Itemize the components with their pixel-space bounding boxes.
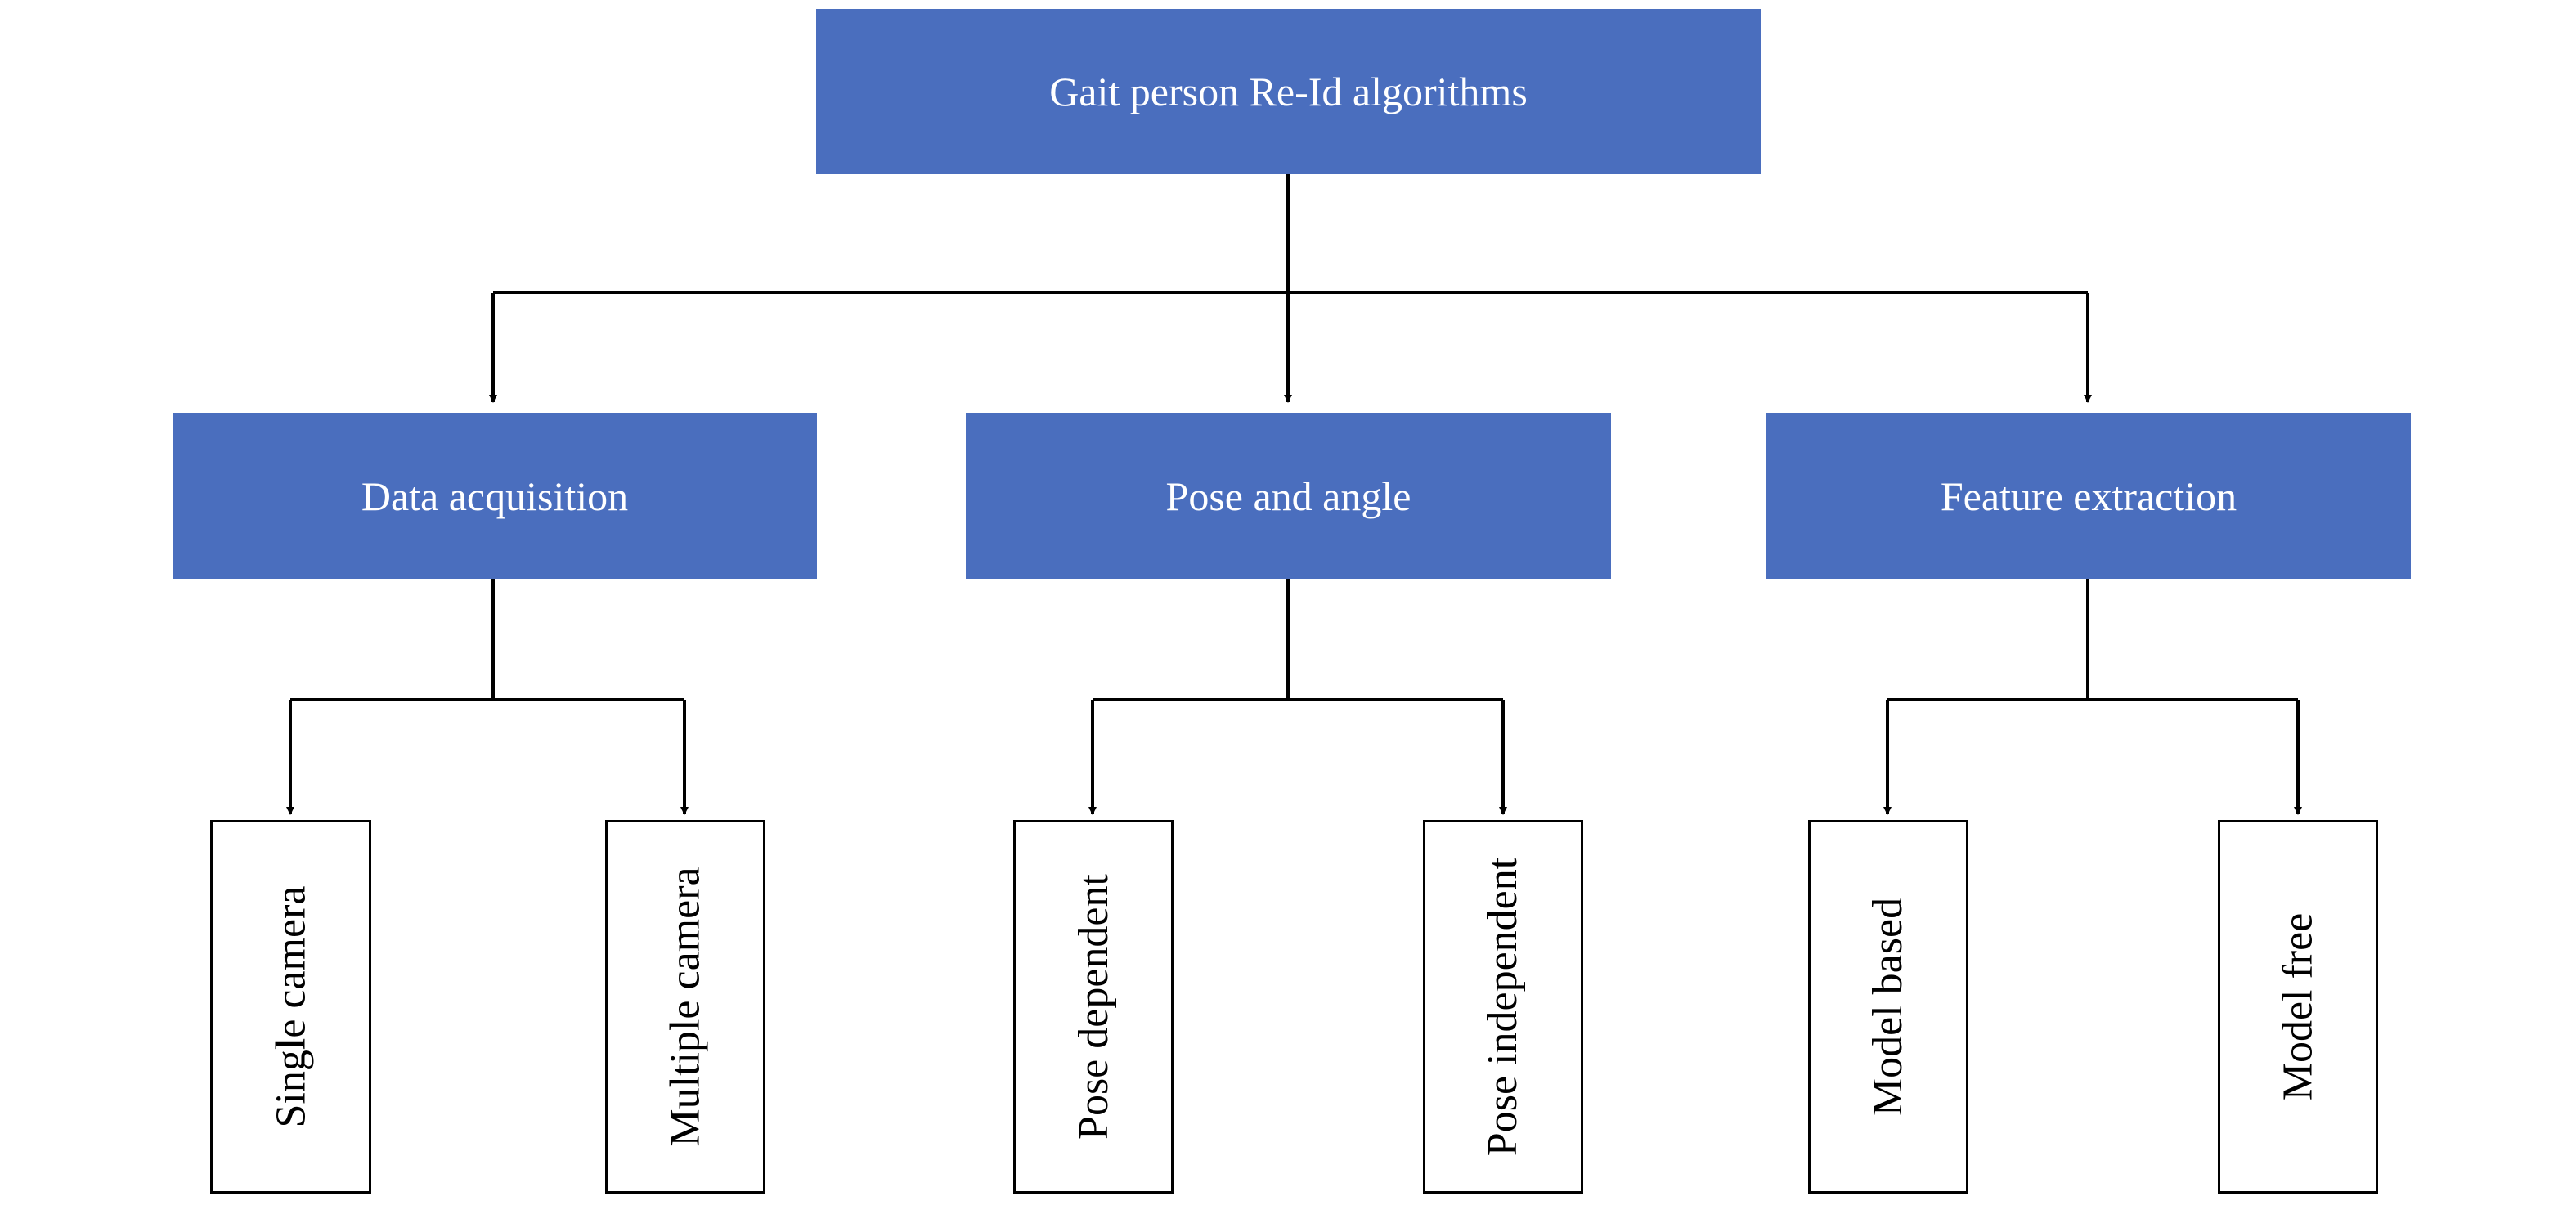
- leaf-label: Model free: [2274, 912, 2322, 1101]
- root-node-box: Gait person Re-Id algorithms: [816, 9, 1761, 174]
- root-node-label: Gait person Re-Id algorithms: [1049, 69, 1528, 114]
- leaf-label: Model based: [1865, 897, 1912, 1117]
- category-label: Feature extraction: [1940, 473, 2237, 519]
- leaf-label: Single camera: [267, 885, 315, 1128]
- leaf-label: Pose independent: [1479, 857, 1527, 1157]
- leaf-node-pose-independent: Pose independent: [1423, 820, 1583, 1194]
- category-node-feature-extraction: Feature extraction: [1766, 413, 2411, 579]
- leaf-node-model-based: Model based: [1808, 820, 1968, 1194]
- category-node-data-acquisition: Data acquisition: [173, 413, 817, 579]
- leaf-node-model-free: Model free: [2218, 820, 2378, 1194]
- leaf-node-multiple-camera: Multiple camera: [605, 820, 765, 1194]
- leaf-label: Pose dependent: [1070, 874, 1117, 1140]
- category-label: Pose and angle: [1165, 473, 1411, 519]
- category-node-pose-and-angle: Pose and angle: [966, 413, 1611, 579]
- leaf-label: Multiple camera: [662, 867, 709, 1147]
- leaf-node-pose-dependent: Pose dependent: [1013, 820, 1174, 1194]
- leaf-node-single-camera: Single camera: [210, 820, 371, 1194]
- category-label: Data acquisition: [361, 473, 629, 519]
